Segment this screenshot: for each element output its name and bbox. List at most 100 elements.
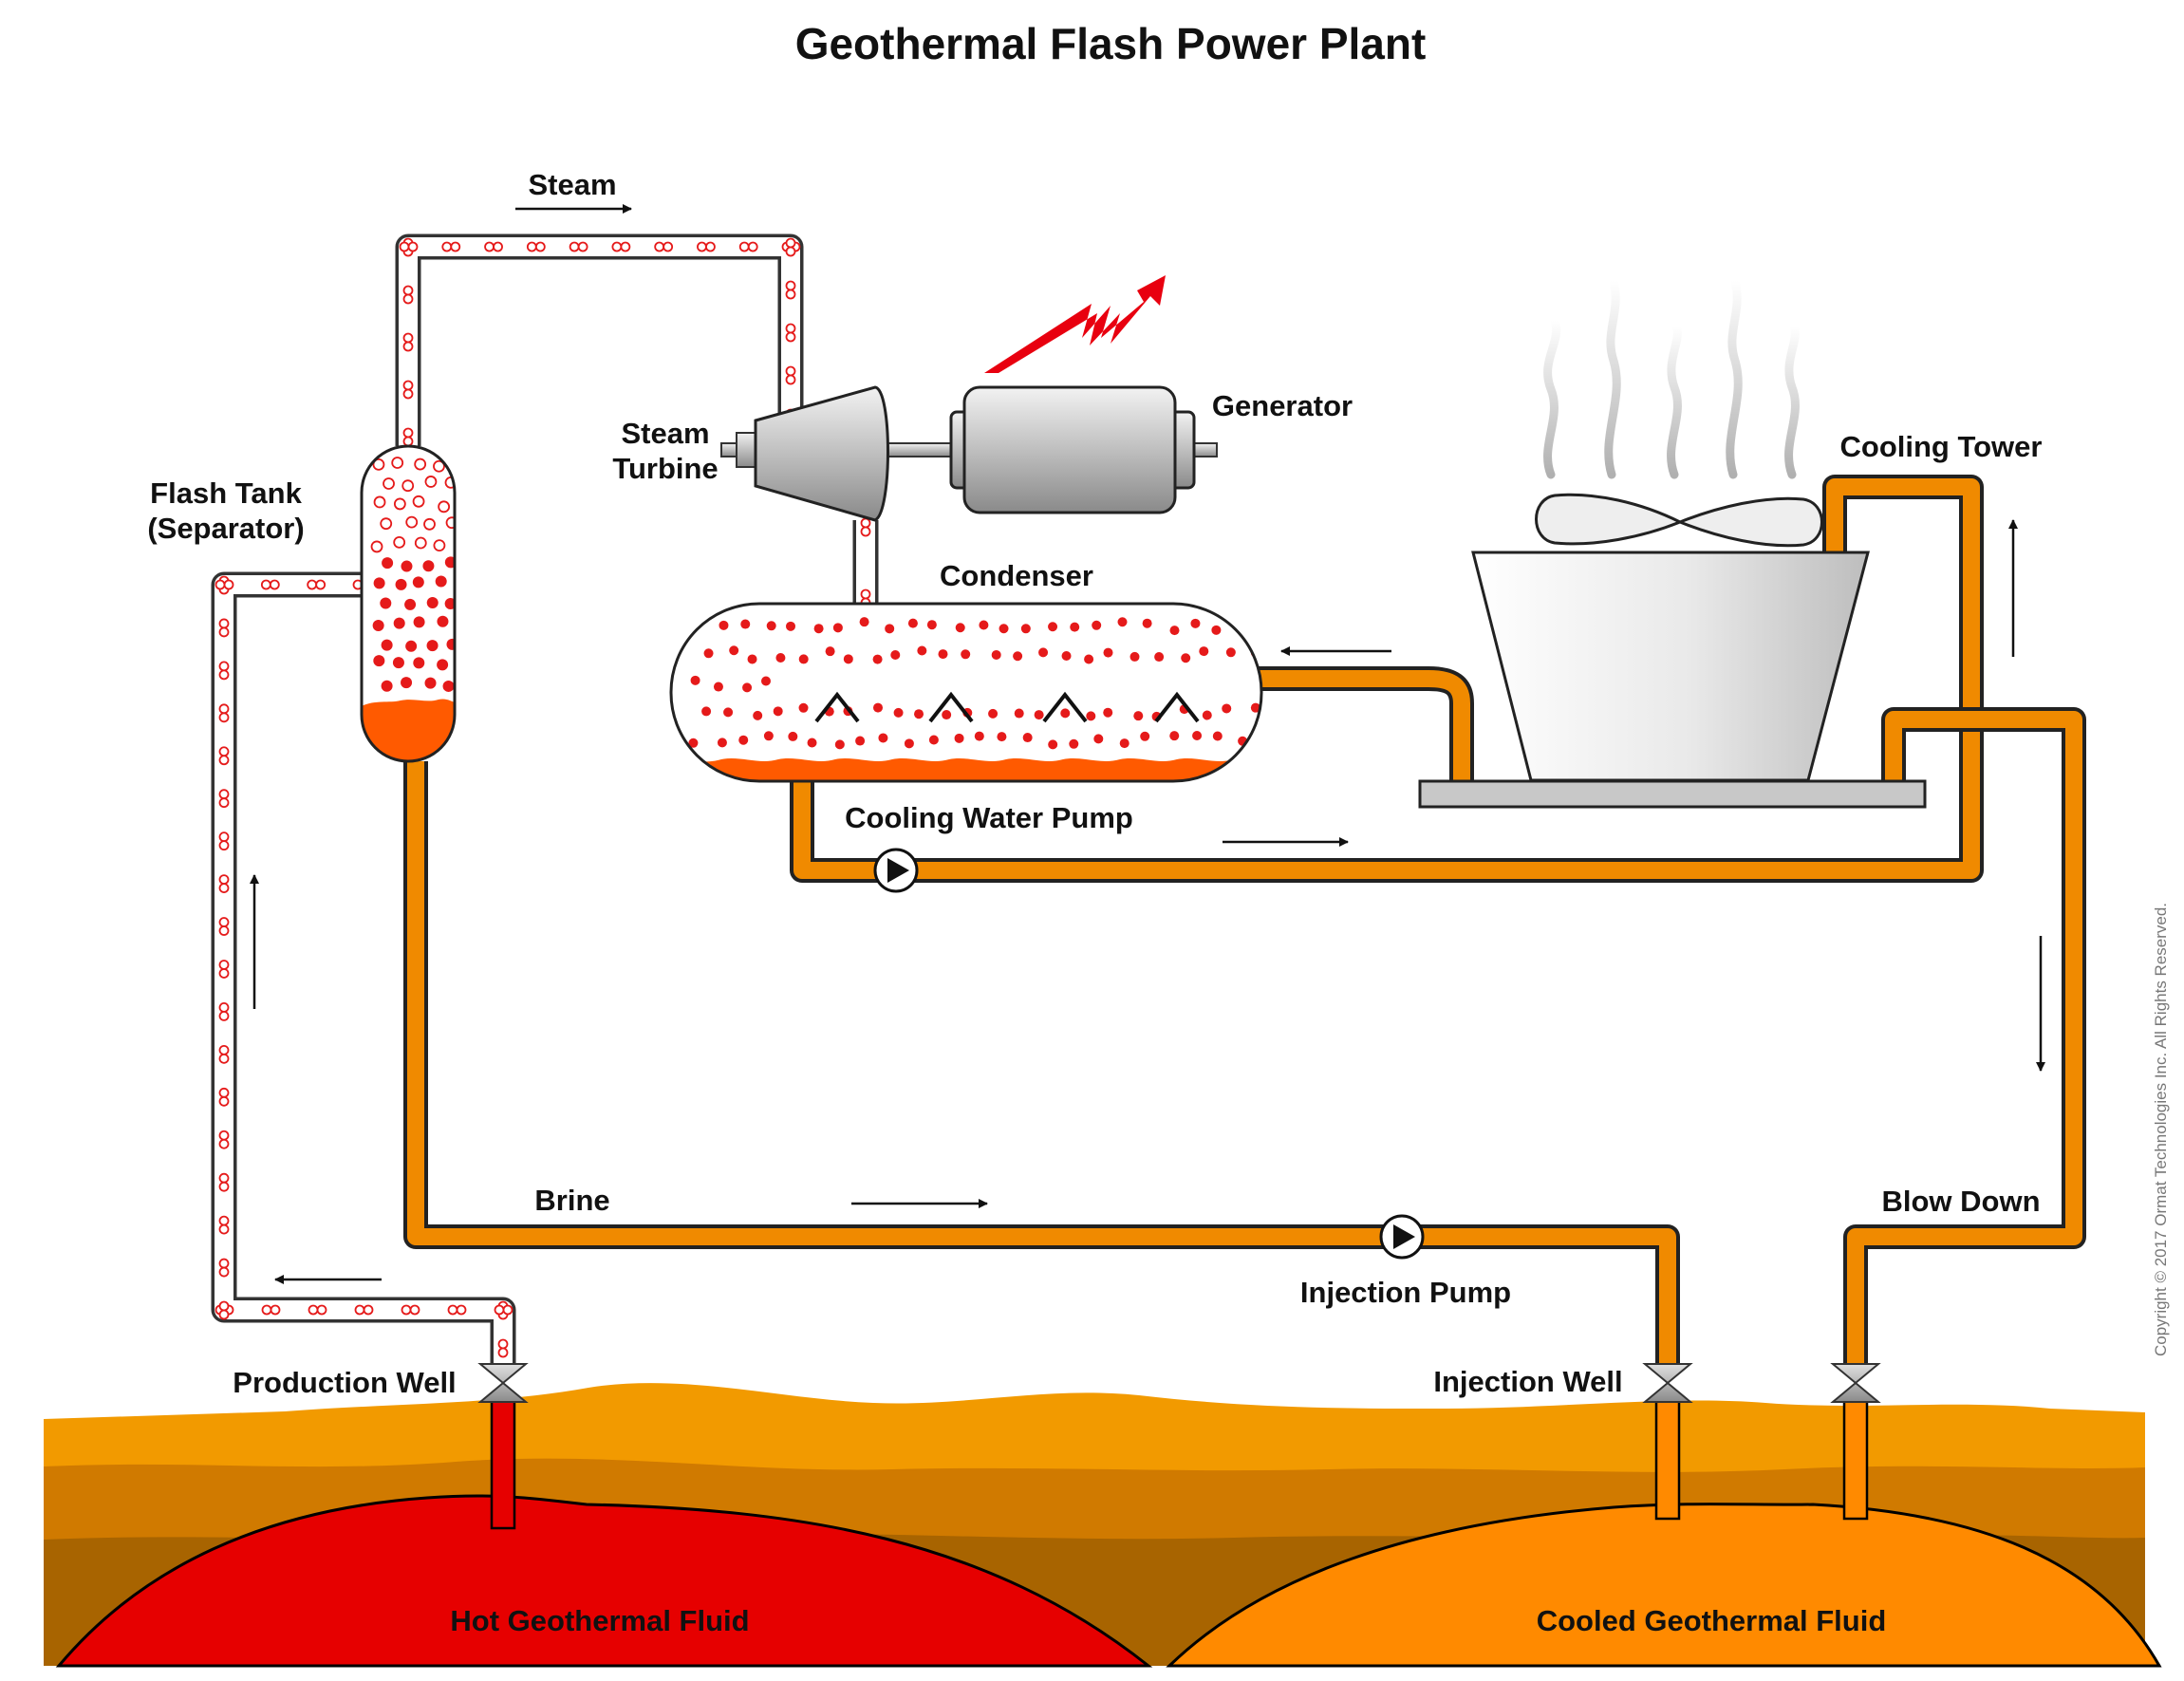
bubble xyxy=(663,241,674,252)
bubble xyxy=(1119,738,1129,749)
bubble xyxy=(785,331,796,343)
bubble xyxy=(785,365,796,377)
bubble xyxy=(859,617,869,627)
bubble xyxy=(1084,654,1094,664)
bubble xyxy=(405,640,418,652)
bubble xyxy=(402,332,414,344)
label-brine: Brine xyxy=(534,1184,609,1217)
bubble xyxy=(1133,711,1144,721)
bubble xyxy=(316,1304,327,1316)
bubble xyxy=(442,680,455,692)
bubble xyxy=(1069,738,1079,749)
bubble xyxy=(1048,739,1058,750)
label-production-well: Production Well xyxy=(233,1366,456,1399)
bubble xyxy=(885,624,895,634)
bubble xyxy=(860,526,871,537)
bubble xyxy=(961,649,971,660)
cooling-water-pump xyxy=(873,848,919,893)
bubble xyxy=(497,1338,509,1350)
bubble xyxy=(763,731,774,741)
cooling-tower-fan xyxy=(1535,493,1823,548)
bubble xyxy=(218,1215,230,1226)
cooled-fluid-reservoir xyxy=(1166,1503,2162,1668)
bubble xyxy=(383,477,395,490)
label-hot-fluid: Hot Geothermal Fluid xyxy=(450,1604,749,1637)
bubble xyxy=(926,620,937,630)
bubble xyxy=(218,626,230,638)
bubble xyxy=(437,659,449,671)
bubble xyxy=(308,1304,319,1316)
bubble xyxy=(215,579,226,590)
bubble xyxy=(1092,620,1102,630)
bubble xyxy=(218,1044,230,1055)
bubble xyxy=(1190,618,1201,628)
bubble xyxy=(218,1223,230,1235)
bubble xyxy=(414,458,427,471)
bubble xyxy=(654,241,665,252)
bubble xyxy=(502,1304,513,1316)
injection-well-casing xyxy=(1654,1399,1681,1521)
bubble xyxy=(218,1095,230,1107)
bubble xyxy=(218,1300,230,1312)
bubble xyxy=(979,620,989,630)
bubble xyxy=(381,639,393,651)
bubble xyxy=(997,732,1007,742)
bubble xyxy=(218,831,230,843)
bubble xyxy=(413,616,425,628)
bubble xyxy=(785,289,796,300)
condenser-liquid xyxy=(671,758,1261,781)
bubble xyxy=(218,1087,230,1098)
flash-tank-bubbles xyxy=(370,457,455,692)
flash-tank-liquid xyxy=(362,699,455,761)
bubble xyxy=(1117,617,1128,627)
well-casings xyxy=(490,1399,1869,1530)
bubble xyxy=(414,536,427,550)
bubble xyxy=(484,241,495,252)
label-flash-tank-2: (Separator) xyxy=(147,512,304,545)
bubble xyxy=(991,649,1001,660)
bubble xyxy=(363,1304,374,1316)
bubble xyxy=(223,579,234,590)
bubble xyxy=(435,575,447,588)
bubble xyxy=(747,654,757,664)
bubble xyxy=(497,1347,509,1358)
bubble xyxy=(426,640,439,652)
bubble xyxy=(1070,622,1080,632)
bubble xyxy=(270,1304,281,1316)
bubble xyxy=(701,706,712,717)
bubble xyxy=(401,677,413,689)
bubble xyxy=(407,241,419,252)
bubble xyxy=(719,620,729,630)
bubble xyxy=(218,755,230,766)
bubble xyxy=(446,638,455,650)
bubble xyxy=(705,241,716,252)
bubble xyxy=(760,676,771,686)
production-valve xyxy=(477,1363,529,1403)
bubble xyxy=(1225,647,1236,658)
bubble xyxy=(1154,652,1165,663)
bubble xyxy=(798,654,809,664)
bubble xyxy=(393,497,406,511)
bubble xyxy=(785,246,796,257)
bubble xyxy=(393,617,405,629)
bubble xyxy=(260,579,271,590)
bubble xyxy=(381,680,393,692)
bubble xyxy=(860,517,871,529)
bubble xyxy=(218,1053,230,1064)
bubble xyxy=(402,380,414,391)
bubble xyxy=(392,657,404,669)
bubble xyxy=(917,645,927,656)
main-steam-pipe xyxy=(395,233,804,446)
bubble xyxy=(907,618,918,628)
bubble xyxy=(395,578,407,590)
bubble xyxy=(401,1304,412,1316)
bubble xyxy=(1129,651,1140,662)
bubble xyxy=(354,1304,365,1316)
bubble xyxy=(843,654,853,664)
bubble xyxy=(218,669,230,681)
bubble xyxy=(1014,708,1024,719)
label-injection-well: Injection Well xyxy=(1433,1365,1622,1398)
injection-pump xyxy=(1379,1214,1425,1260)
bubble xyxy=(1250,702,1260,713)
